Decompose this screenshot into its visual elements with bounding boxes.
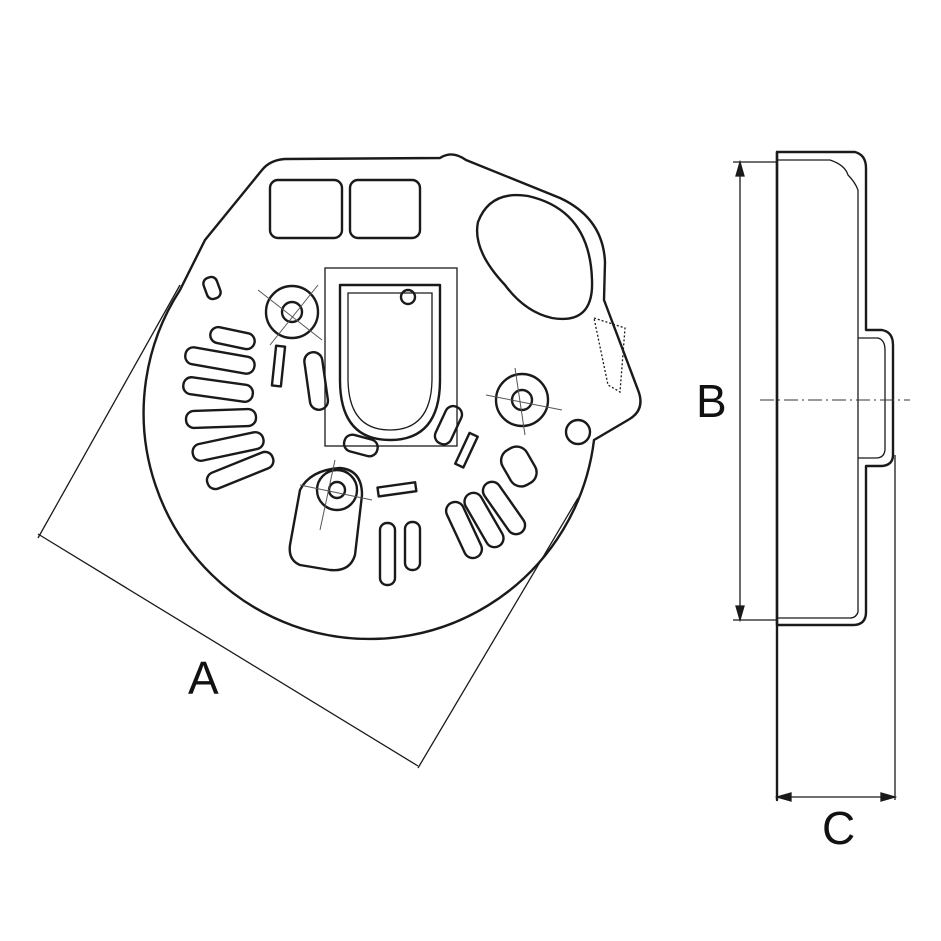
u-opening xyxy=(338,283,442,442)
mount-hole-3 xyxy=(288,459,373,572)
mount-hole-1 xyxy=(257,284,323,346)
window-right xyxy=(348,178,422,240)
dimension-c xyxy=(774,792,898,802)
dimension-b xyxy=(733,159,777,623)
small-hole-right xyxy=(564,418,592,446)
mount-hole-2 xyxy=(485,367,563,436)
front-view-plate xyxy=(142,153,642,641)
oval-opening xyxy=(475,193,594,321)
small-hole xyxy=(399,288,417,306)
side-view xyxy=(760,150,910,802)
dimension-a-label: A xyxy=(188,652,219,704)
dimension-c-label: C xyxy=(822,802,856,854)
dimension-b-label: B xyxy=(696,375,727,427)
dimension-a xyxy=(37,284,579,769)
window-left xyxy=(268,178,344,240)
bracket-frame xyxy=(324,267,458,447)
vent-slots xyxy=(182,275,538,587)
plate-outline xyxy=(142,153,642,641)
